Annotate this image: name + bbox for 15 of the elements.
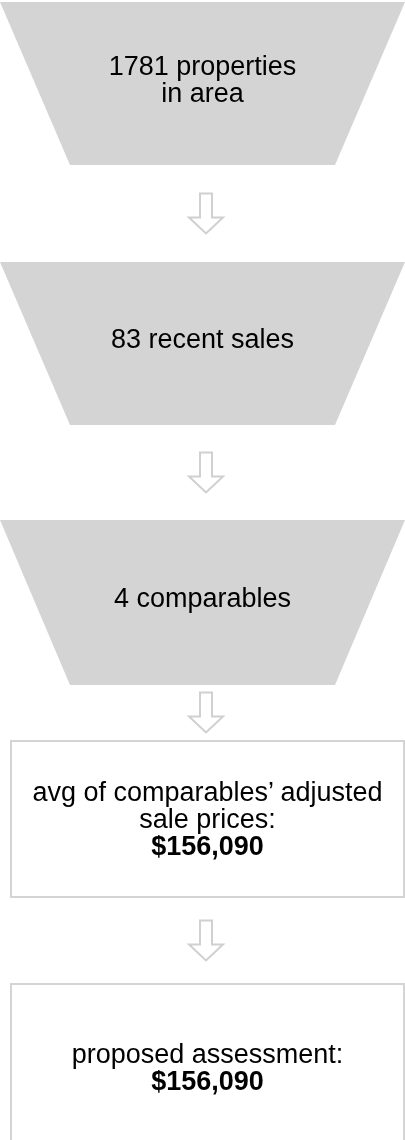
down-arrow	[186, 451, 226, 494]
funnel-stage	[0, 262, 405, 425]
stage-label: avg of comparables’ adjusted sale prices:	[31, 778, 384, 833]
result-box	[10, 983, 405, 1140]
stage-label: 83 recent sales	[110, 326, 295, 353]
down-arrow	[186, 919, 226, 962]
funnel-stage	[0, 2, 405, 165]
stage-label: 1781 properties in area	[107, 52, 298, 107]
down-arrow	[186, 192, 226, 235]
amount-value: $156,090	[151, 1068, 264, 1095]
funnel-stage	[0, 520, 405, 685]
stage-label: proposed assessment:	[71, 1041, 344, 1068]
result-box	[10, 740, 405, 898]
down-arrow	[186, 691, 226, 734]
stage-label: 4 comparables	[113, 585, 292, 612]
